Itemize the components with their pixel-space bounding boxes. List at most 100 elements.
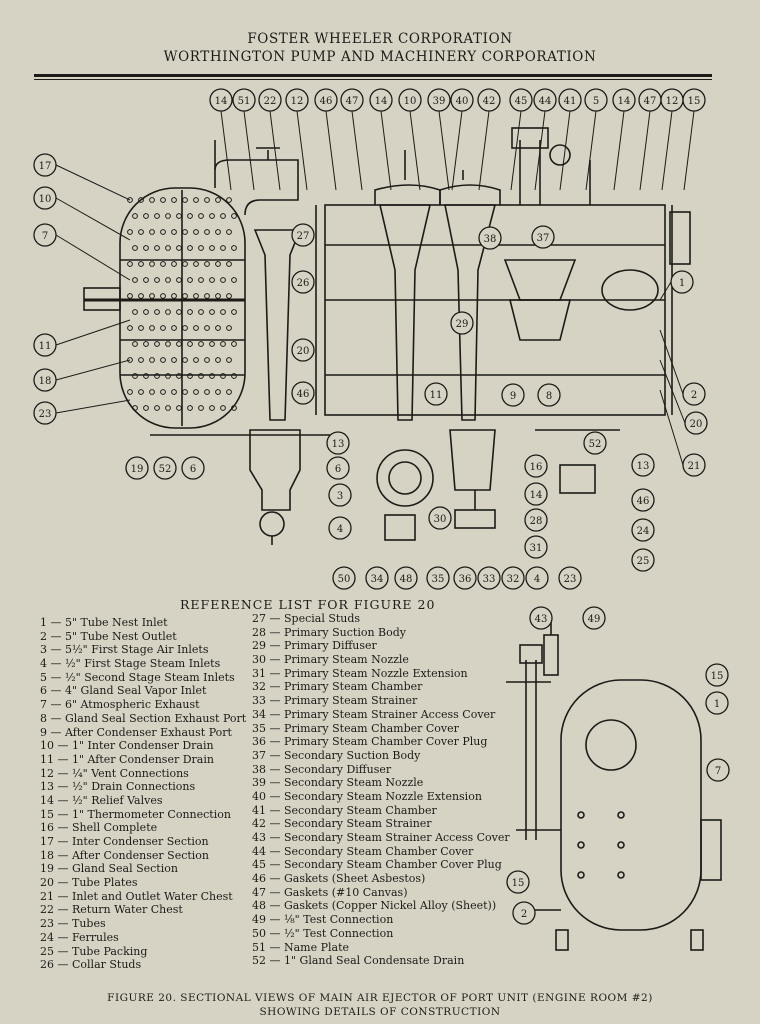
reference-list-item: 42 — Secondary Steam Strainer <box>252 817 432 831</box>
header-rule-thin <box>34 79 712 80</box>
reference-list-item: 8 — Gland Seal Section Exhaust Port <box>40 711 247 725</box>
svg-text:5: 5 <box>593 96 599 107</box>
callout-35: 35 <box>426 566 450 590</box>
callout-7: 7 <box>33 223 57 247</box>
svg-text:11: 11 <box>430 390 443 401</box>
svg-text:14: 14 <box>375 96 388 107</box>
callout-42: 42 <box>477 88 501 112</box>
svg-text:7: 7 <box>715 766 721 777</box>
reference-list-item: 34 — Primary Steam Strainer Access Cover <box>252 707 496 721</box>
secondary-diffuser <box>444 204 497 421</box>
svg-text:24: 24 <box>637 526 650 537</box>
svg-text:48: 48 <box>400 574 413 585</box>
svg-text:40: 40 <box>456 96 469 107</box>
svg-text:33: 33 <box>483 574 496 585</box>
callout-51: 51 <box>232 88 256 112</box>
callout-44: 44 <box>533 88 557 112</box>
svg-text:10: 10 <box>39 194 52 205</box>
callout-21: 21 <box>682 453 706 477</box>
svg-text:46: 46 <box>297 389 310 400</box>
svg-text:20: 20 <box>690 419 703 430</box>
svg-text:32: 32 <box>507 574 520 585</box>
callout-26: 26 <box>291 270 315 294</box>
callout-12: 12 <box>285 88 309 112</box>
figure-caption-subtitle: SHOWING DETAILS OF CONSTRUCTION <box>259 1006 501 1018</box>
callout-20: 20 <box>291 338 315 362</box>
svg-text:8: 8 <box>546 391 552 402</box>
header-rule-thick <box>34 74 712 77</box>
callout-50: 50 <box>332 566 356 590</box>
callout-3: 3 <box>328 483 352 507</box>
svg-text:38: 38 <box>484 234 497 245</box>
callout-52: 52 <box>153 456 177 480</box>
callout-16: 16 <box>524 454 548 478</box>
reference-list-item: 29 — Primary Diffuser <box>252 639 377 653</box>
reference-list-item: 14 — ½" Relief Valves <box>40 793 163 807</box>
suction-body <box>376 449 434 507</box>
svg-text:45: 45 <box>515 96 528 107</box>
callout-15: 15 <box>506 870 530 894</box>
svg-text:30: 30 <box>434 514 447 525</box>
svg-text:27: 27 <box>297 231 310 242</box>
reference-list-item: 40 — Secondary Steam Nozzle Extension <box>252 789 482 803</box>
reference-list-title: REFERENCE LIST FOR FIGURE 20 <box>180 597 436 612</box>
svg-text:15: 15 <box>512 878 525 889</box>
callout-11: 11 <box>33 333 57 357</box>
reference-list-item: 51 — Name Plate <box>252 940 350 954</box>
svg-text:43: 43 <box>535 614 548 625</box>
callout-4: 4 <box>525 566 549 590</box>
reference-list-item: 4 — ½" First Stage Steam Inlets <box>40 657 221 671</box>
callout-31: 31 <box>524 535 548 559</box>
callout-43: 43 <box>529 606 553 630</box>
reference-list-item: 10 — 1" Inter Condenser Drain <box>40 739 214 753</box>
reference-list-item: 50 — ½" Test Connection <box>252 926 394 940</box>
callout-46: 46 <box>314 88 338 112</box>
svg-text:21: 21 <box>688 461 701 472</box>
reference-list-item: 11 — 1" After Condenser Drain <box>40 752 214 766</box>
callout-27: 27 <box>291 223 315 247</box>
callout-6: 6 <box>181 456 205 480</box>
callout-34: 34 <box>365 566 389 590</box>
svg-text:12: 12 <box>666 96 679 107</box>
svg-text:13: 13 <box>637 461 650 472</box>
svg-text:25: 25 <box>637 556 650 567</box>
svg-text:6: 6 <box>335 464 341 475</box>
callout-46: 46 <box>291 381 315 405</box>
callout-18: 18 <box>33 368 57 392</box>
reference-list-item: 38 — Secondary Diffuser <box>252 762 392 776</box>
callout-1: 1 <box>705 691 729 715</box>
reference-list-item: 31 — Primary Steam Nozzle Extension <box>252 666 468 680</box>
callout-17: 17 <box>33 153 57 177</box>
reference-list-item: 19 — Gland Seal Section <box>40 862 178 876</box>
reference-list-item: 20 — Tube Plates <box>40 876 138 890</box>
svg-text:51: 51 <box>238 96 251 107</box>
callout-1: 1 <box>670 270 694 294</box>
svg-text:49: 49 <box>588 614 601 625</box>
reference-list-item: 17 — Inter Condenser Section <box>40 835 209 848</box>
callout-40: 40 <box>450 88 474 112</box>
svg-text:18: 18 <box>39 376 52 387</box>
reference-list-item: 27 — Special Studs <box>252 612 361 625</box>
callout-47: 47 <box>638 88 662 112</box>
reference-list-item: 18 — After Condenser Section <box>40 848 210 862</box>
callout-4: 4 <box>328 516 352 540</box>
reference-list-item: 47 — Gaskets (#10 Canvas) <box>252 885 408 899</box>
svg-text:4: 4 <box>337 524 343 535</box>
callout-9: 9 <box>501 383 525 407</box>
svg-text:52: 52 <box>159 464 172 475</box>
svg-text:39: 39 <box>433 96 446 107</box>
callout-52: 52 <box>583 431 607 455</box>
reference-list-item: 25 — Tube Packing <box>40 944 148 958</box>
reference-list-item: 30 — Primary Steam Nozzle <box>252 653 409 667</box>
reference-list-item: 13 — ½" Drain Connections <box>40 780 196 794</box>
svg-text:34: 34 <box>371 574 384 585</box>
end-view-shell <box>560 679 702 931</box>
reference-list-item: 21 — Inlet and Outlet Water Chest <box>40 889 233 903</box>
svg-text:7: 7 <box>42 231 48 242</box>
reference-list-item: 22 — Return Water Chest <box>40 903 183 917</box>
svg-text:10: 10 <box>404 96 417 107</box>
callout-5: 5 <box>584 88 608 112</box>
reference-list-item: 46 — Gaskets (Sheet Asbestos) <box>252 872 426 886</box>
